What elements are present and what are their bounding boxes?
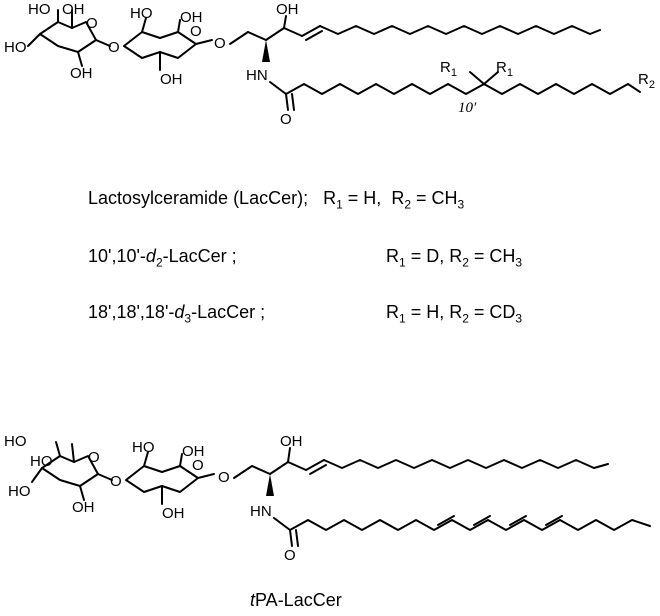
lactosylceramide-structure: HO HO OH O OH O HO OH O OH O OH <box>4 1 655 128</box>
atom-hn: HN <box>246 67 268 84</box>
glucose-ring <box>123 17 213 71</box>
atom-oh: OH <box>72 499 95 516</box>
sphingosine-head <box>229 15 323 62</box>
caption-d2-laccer-name: 10',10'-d2-LacCer ; <box>88 246 237 270</box>
galactose-ring <box>31 441 113 501</box>
atom-ho: HO <box>28 1 51 18</box>
atom-o: O <box>192 457 204 474</box>
atom-o: O <box>110 473 122 490</box>
atom-oh: OH <box>62 1 85 18</box>
atom-oh: OH <box>182 443 205 460</box>
substituent-r1: R1 <box>440 59 457 79</box>
caption-d3-laccer-name: 18',18',18'-d3-LacCer ; <box>88 302 266 326</box>
caption-d3-laccer-substituents: R1 = H, R2 = CD3 <box>386 302 523 326</box>
atom-oh: OH <box>276 1 299 18</box>
glucose-ring <box>125 451 215 505</box>
sphingosine-chain <box>319 25 601 35</box>
tpa-laccer-label: tPA-LacCer <box>250 590 342 610</box>
sphingosine-chain <box>323 459 609 469</box>
atom-ho: HO <box>8 483 31 500</box>
galactose-ring <box>27 9 111 67</box>
tetraene-fatty-acid-chain <box>273 515 651 547</box>
atom-ho: HO <box>4 433 27 450</box>
atom-o: O <box>108 39 120 56</box>
caption-lactosylceramide: Lactosylceramide (LacCer); R1 = H, R2 = … <box>88 188 465 212</box>
atom-o: O <box>88 449 100 466</box>
substituent-r1: R1 <box>496 59 513 79</box>
caption-d2-laccer-substituents: R1 = D, R2 = CH3 <box>386 246 523 270</box>
atom-oh: OH <box>280 433 303 450</box>
atom-o: O <box>218 469 230 486</box>
atom-ho: HO <box>130 5 153 22</box>
atom-oh: OH <box>162 505 185 522</box>
atom-ho: HO <box>132 439 155 456</box>
atom-oh: OH <box>70 65 93 82</box>
fatty-acid-chain <box>269 71 641 111</box>
atom-o: O <box>280 111 292 128</box>
atom-oh: OH <box>180 9 203 26</box>
atom-o: O <box>214 35 226 52</box>
position-label: 10′ <box>458 100 477 116</box>
atom-ho: HO <box>4 39 27 56</box>
atom-o: O <box>284 547 296 564</box>
atom-ho: HO <box>30 453 53 470</box>
atom-hn: HN <box>250 503 272 520</box>
atom-o: O <box>190 23 202 40</box>
atom-o: O <box>86 15 98 32</box>
substituent-r2: R2 <box>638 71 655 91</box>
sphingosine-head <box>233 447 327 496</box>
atom-oh: OH <box>160 71 183 88</box>
tpa-laccer-structure: HO HO HO O OH O HO OH O OH O OH <box>4 433 651 564</box>
